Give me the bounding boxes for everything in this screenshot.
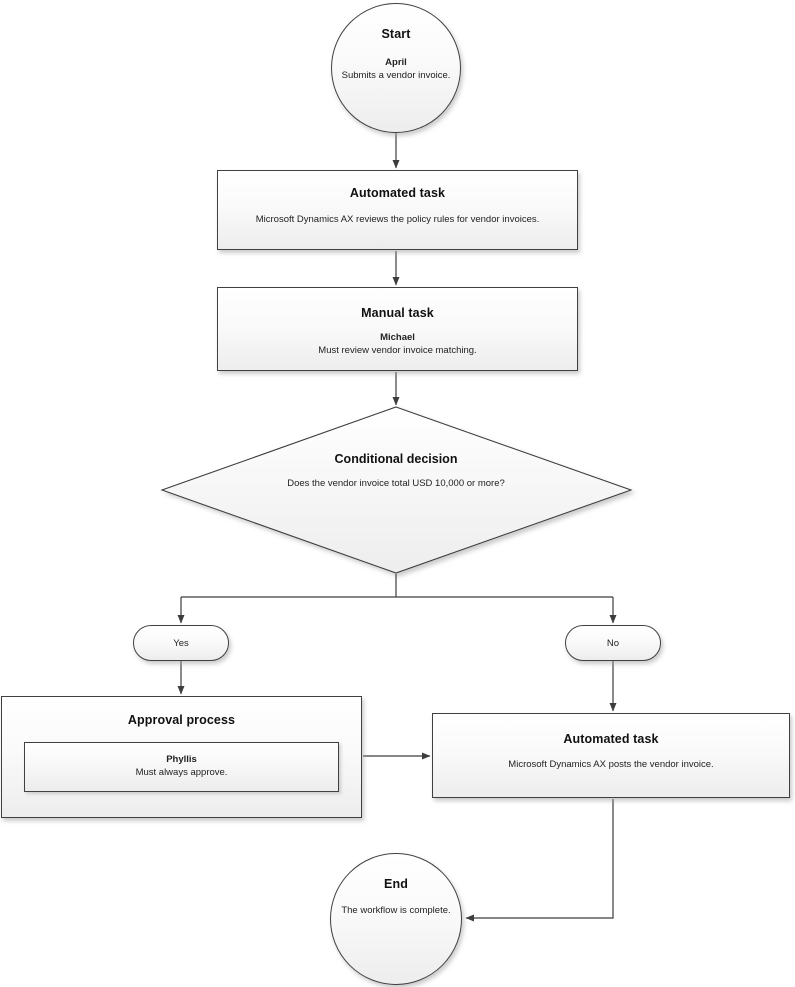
approval-process-node: Approval process Phyllis Must always app… — [1, 696, 362, 818]
manual-task-title: Manual task — [361, 306, 434, 320]
branch-no-node: No — [565, 625, 661, 661]
end-desc: The workflow is complete. — [341, 905, 451, 916]
manual-task-node: Manual task Michael Must review vendor i… — [217, 287, 578, 371]
end-title: End — [384, 877, 408, 891]
automated-task-1-desc: Microsoft Dynamics AX reviews the policy… — [255, 214, 540, 225]
start-node: Start April Submits a vendor invoice. — [331, 3, 461, 133]
manual-task-desc: Must review vendor invoice matching. — [318, 345, 477, 356]
approval-step-node: Phyllis Must always approve. — [24, 742, 339, 792]
connector-task3-to-end — [465, 799, 614, 922]
automated-task-2-desc: Microsoft Dynamics AX posts the vendor i… — [508, 759, 714, 770]
start-desc: Submits a vendor invoice. — [341, 70, 451, 81]
automated-task-2-title: Automated task — [563, 732, 659, 746]
branch-yes-label: Yes — [173, 637, 189, 649]
branch-yes-node: Yes — [133, 625, 229, 661]
start-title: Start — [381, 27, 411, 41]
end-node: End The workflow is complete. — [330, 853, 462, 985]
approval-step-desc: Must always approve. — [135, 767, 228, 778]
decision-node: Conditional decision Does the vendor inv… — [146, 452, 646, 489]
decision-diamond — [160, 406, 633, 574]
automated-task-1-title: Automated task — [349, 186, 446, 200]
automated-task-1-node: Automated task Microsoft Dynamics AX rev… — [217, 170, 578, 250]
start-person: April — [385, 57, 407, 68]
automated-task-2-node: Automated task Microsoft Dynamics AX pos… — [432, 713, 790, 798]
manual-task-person: Michael — [380, 332, 415, 343]
approval-process-title: Approval process — [127, 713, 236, 727]
decision-desc: Does the vendor invoice total USD 10,000… — [287, 478, 505, 489]
decision-title: Conditional decision — [334, 452, 458, 466]
approval-step-person: Phyllis — [166, 754, 197, 765]
branch-no-label: No — [606, 637, 620, 649]
